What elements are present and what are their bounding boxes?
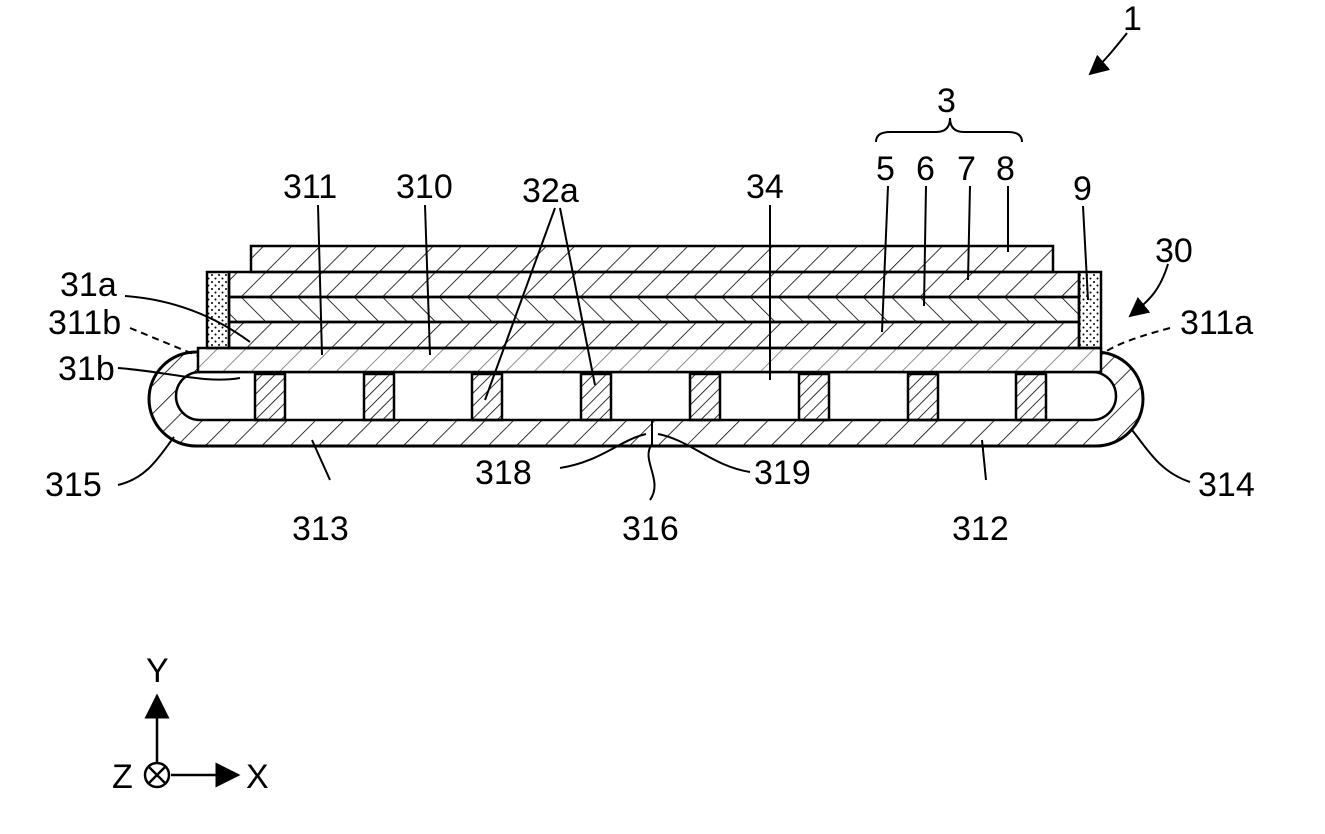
sealant-left [207, 272, 229, 348]
label-312: 312 [952, 510, 1009, 548]
coordinate-axes: Y X Z [112, 652, 269, 796]
layer-stack-3 [229, 246, 1079, 348]
axis-label-x: X [246, 758, 269, 796]
label-313: 313 [292, 510, 349, 548]
sealant-right [1079, 272, 1101, 348]
label-311a: 311a [1180, 304, 1253, 342]
label-layer-8: 8 [996, 150, 1015, 188]
label-substrate-30: 30 [1155, 232, 1193, 270]
label-device-1: 1 [1123, 0, 1142, 38]
label-314: 314 [1198, 466, 1255, 504]
label-310: 310 [396, 168, 453, 206]
label-316: 316 [622, 510, 679, 548]
label-layer-6: 6 [916, 150, 935, 188]
label-311b: 311b [48, 304, 121, 342]
layer-8 [251, 246, 1053, 272]
spacer [690, 374, 720, 420]
spacer [255, 374, 285, 420]
z-axis-into-page-icon [145, 763, 169, 787]
layer-5 [229, 322, 1079, 348]
label-311: 311 [283, 168, 337, 206]
label-layer-7: 7 [957, 150, 976, 188]
layer-6 [229, 297, 1079, 322]
label-34: 34 [746, 168, 784, 206]
label-32a: 32a [522, 172, 579, 210]
axis-label-z: Z [112, 758, 133, 796]
spacer [908, 374, 938, 420]
spacer [364, 374, 394, 420]
spacer [1016, 374, 1046, 420]
label-layer-5: 5 [876, 150, 895, 188]
label-319: 319 [754, 454, 811, 492]
substrate-layer-hatch [198, 348, 1101, 372]
axis-label-y: Y [146, 652, 169, 690]
spacer [581, 374, 611, 420]
label-sealant-9: 9 [1073, 170, 1092, 208]
label-315: 315 [45, 466, 102, 504]
label-stack-3: 3 [937, 82, 956, 120]
label-31a: 31a [60, 266, 117, 304]
layer-7 [229, 272, 1079, 297]
spacer [799, 374, 829, 420]
label-318: 318 [475, 454, 532, 492]
label-31b: 31b [58, 350, 115, 388]
